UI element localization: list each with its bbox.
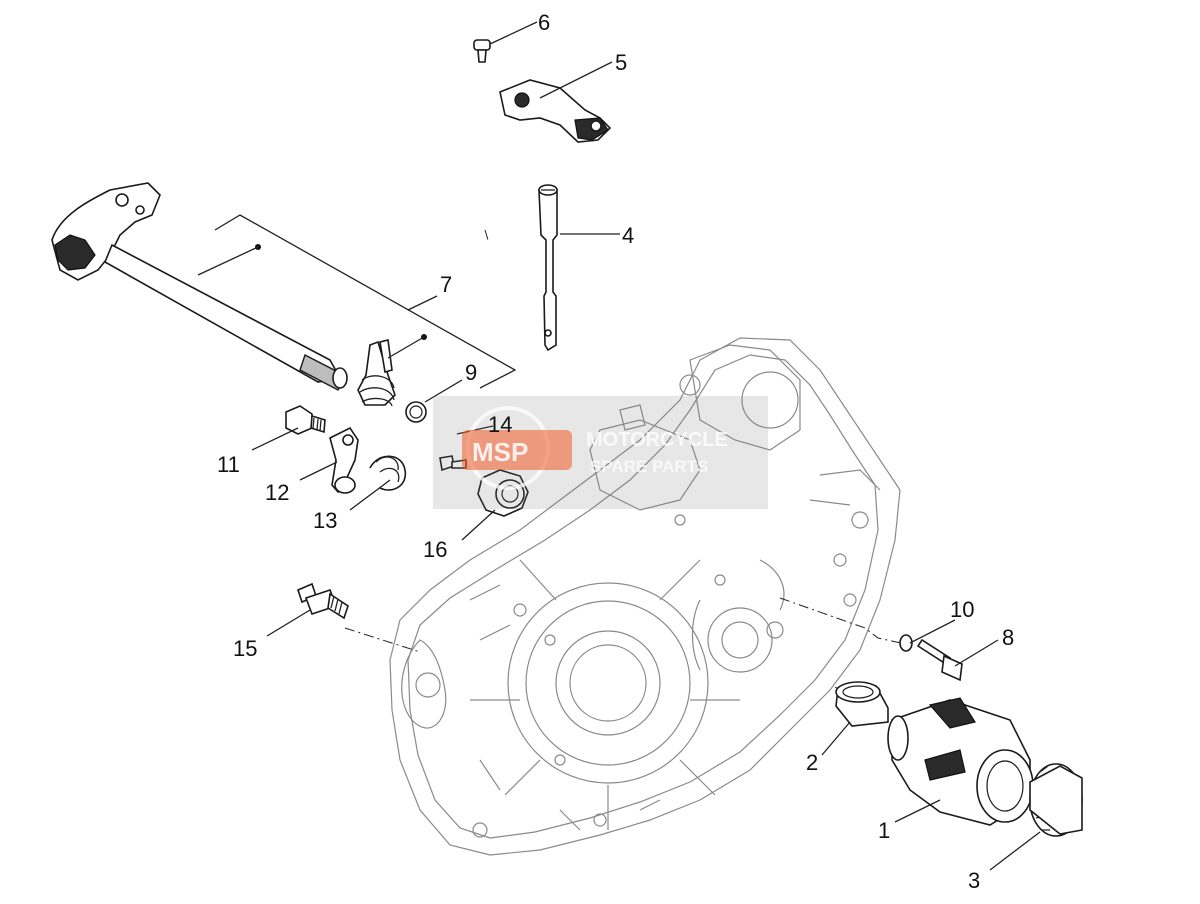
crankcase [389, 337, 901, 856]
label-7: 7 [440, 272, 452, 297]
watermark-logo: MSP [472, 437, 528, 467]
label-3: 3 [968, 868, 980, 893]
label-6: 6 [538, 10, 550, 35]
watermark-line-2: SPARE PARTS [590, 457, 708, 476]
part-7-gearshift-shaft [51, 182, 348, 391]
leader-lines [197, 21, 1041, 871]
label-2: 2 [806, 750, 818, 775]
part-4-shaft [538, 184, 558, 352]
label-15: 15 [233, 636, 257, 661]
watermark-line-1: MOTORCYCLE [586, 429, 728, 451]
watermark-logo-badge [462, 430, 572, 470]
callout-numbers: 6 5 4 7 9 14 11 12 13 16 15 10 8 2 1 3 [217, 10, 1014, 893]
watermark: MSP MOTORCYCLE SPARE PARTS [433, 396, 768, 509]
part-11-bolt [285, 405, 326, 435]
part-10-8-bolt [899, 634, 963, 682]
part-2-bush [835, 681, 889, 727]
part-14-16-star [439, 455, 529, 517]
part-5-lever [499, 79, 612, 143]
label-13: 13 [313, 508, 337, 533]
part-1-drum [887, 697, 1034, 826]
label-11: 11 [217, 452, 240, 477]
part-3-bearing [1029, 763, 1083, 837]
label-12: 12 [265, 480, 289, 505]
label-10: 10 [950, 597, 974, 622]
part-6-screw [473, 39, 491, 63]
label-5: 5 [615, 50, 627, 75]
label-4: 4 [622, 223, 634, 248]
part-9-spring [357, 339, 427, 423]
part-15-stud [297, 582, 349, 620]
label-8: 8 [1002, 625, 1014, 650]
label-16: 16 [423, 537, 447, 562]
part-12-13-selector [329, 426, 407, 494]
label-9: 9 [465, 360, 477, 385]
label-14: 14 [488, 412, 512, 437]
label-1: 1 [878, 818, 890, 843]
